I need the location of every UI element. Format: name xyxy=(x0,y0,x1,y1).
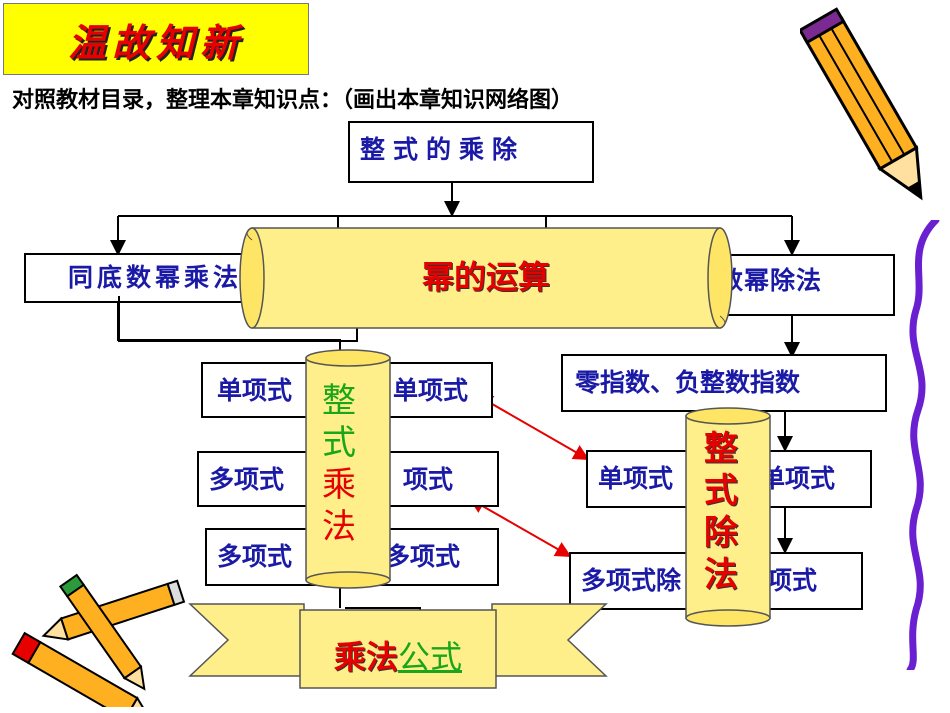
scroll-div xyxy=(685,407,771,627)
mult-row3-b: 多项式 xyxy=(385,542,461,571)
banner-formula xyxy=(188,603,608,689)
pencil-top-right-icon xyxy=(800,7,923,201)
pencils-bottom-left-icon xyxy=(11,573,186,707)
scroll-power-label: 幂的运算 xyxy=(421,258,550,296)
div-box-zero-negative-exponent: 零指数、负整数指数 xyxy=(561,354,887,412)
banner-part2: 公式 xyxy=(398,638,463,676)
scroll-mult-char-1: 整 xyxy=(322,381,356,421)
title-box: 温故知新 xyxy=(3,3,309,75)
mult-row2-b: 项式 xyxy=(403,465,454,494)
subtitle: 对照教材目录，整理本章知识点：（画出本章知识网络图） xyxy=(12,88,574,113)
scroll-mult-char-4: 法 xyxy=(322,507,356,547)
scroll-mult-char-3: 乘 xyxy=(322,465,356,505)
scroll-div-char-2: 式 xyxy=(704,471,738,511)
left-power-label: 同底数幂乘法 xyxy=(68,263,243,292)
mult-row1-b: 单项式 xyxy=(393,376,469,405)
scroll-mult xyxy=(305,349,391,589)
root-box: 整式的乘除 xyxy=(348,121,594,183)
mult-row1-a: 单项式 xyxy=(217,376,293,405)
div-row0: 零指数、负整数指数 xyxy=(575,368,801,397)
div-row2-b: 项式 xyxy=(767,566,818,595)
title-text: 温故知新 xyxy=(67,19,244,65)
scroll-mult-char-2: 式 xyxy=(322,423,356,463)
mult-row3-a: 多项式 xyxy=(217,542,293,571)
squiggle-decoration xyxy=(906,220,940,670)
scroll-mult-text: 整 式 乘 法 xyxy=(322,380,356,548)
scroll-div-char-3: 除 xyxy=(704,513,738,553)
mult-row2-a: 多项式 xyxy=(209,465,285,494)
scroll-div-char-4: 法 xyxy=(704,555,738,595)
banner-label: 乘法公式 xyxy=(300,632,496,678)
banner-part1: 乘法 xyxy=(333,638,398,676)
scroll-div-text: 整 式 除 法 xyxy=(704,428,738,596)
div-row1-b: 单项式 xyxy=(760,464,836,493)
div-row1-a: 单项式 xyxy=(598,464,674,493)
scroll-power-ops xyxy=(239,227,733,329)
scroll-div-char-1: 整 xyxy=(704,429,738,469)
div-row2-a: 多项式除 xyxy=(581,566,682,595)
root-label: 整式的乘除 xyxy=(360,135,526,164)
